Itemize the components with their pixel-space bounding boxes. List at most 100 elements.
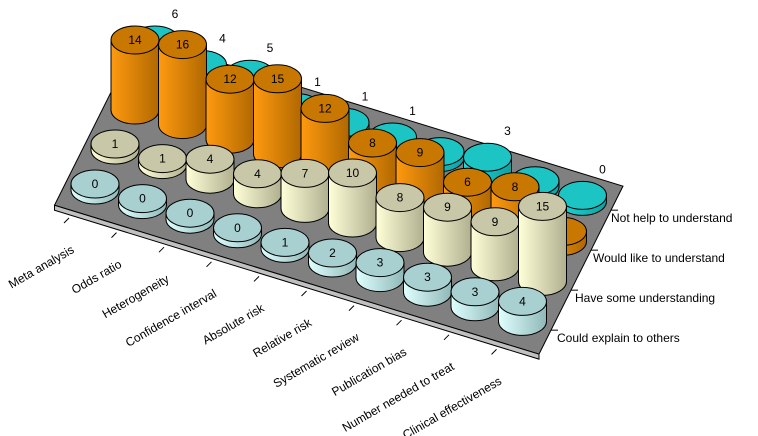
data-label: 1 [159,152,166,166]
series-label: Could explain to others [557,331,680,345]
floor-edge [54,204,540,360]
cylinder-0-4 [260,227,310,263]
cylinder-0-7 [403,262,452,307]
data-label: 3 [472,285,479,299]
data-label: 2 [329,246,336,260]
category-tick [253,276,260,282]
cylinder-top [443,167,492,197]
cylinder-1-1 [138,144,187,180]
cylinder-top [518,191,567,221]
cylinder-0-6 [355,248,405,293]
chart-bars [70,25,607,336]
cylinder-top [110,25,160,55]
category-tick [111,232,117,238]
cylinder-1-8 [470,207,520,282]
cylinder-2-1 [158,30,207,140]
cylinder-top [165,198,215,228]
data-label: 9 [444,200,451,214]
cylinder-top [260,227,310,257]
data-label: 3 [377,256,384,270]
data-label: 3 [424,270,431,284]
category-label: Odds ratio [69,257,124,297]
cylinder-1-0 [90,129,140,165]
data-label: 7 [302,166,309,180]
data-label: 10 [346,166,360,180]
data-label: 1 [362,89,369,103]
cylinder-1-9 [518,191,567,296]
data-label: 8 [397,191,404,205]
cylinder-top [450,277,500,307]
data-label: 1 [112,137,119,151]
cylinder-top [395,138,445,168]
data-label: 3 [504,124,511,138]
cylinder-top [348,128,397,158]
data-label: 8 [512,180,519,194]
data-label: 0 [187,206,194,220]
cylinder-1-3 [233,159,282,209]
cylinder-top [185,144,235,174]
category-tick [63,217,70,224]
cylinder-0-3 [213,213,262,249]
category-tick [396,319,402,326]
category-label: Meta analysis [6,242,77,291]
cylinder-3-9 [558,180,607,216]
cylinder-1-5 [328,158,377,238]
data-label: 8 [369,136,376,150]
category-tick [491,349,497,355]
data-label: 9 [492,215,499,229]
cylinder-0-0 [70,169,120,205]
cylinder-top [498,286,547,316]
cylinder-top [300,93,350,123]
data-label: 6 [172,7,179,21]
cylinder-1-2 [185,144,235,194]
data-label: 12 [223,72,237,86]
series-label: Have some understanding [575,291,715,305]
cylinder-top [403,262,452,292]
data-label: 5 [267,41,274,55]
cylinder-1-6 [375,183,425,253]
cylinder-0-9 [498,286,547,336]
cylinder-top [118,184,167,214]
cylinder-top [213,213,262,243]
category-label: Absolute risk [200,300,267,347]
data-label: 4 [254,167,261,181]
cylinder-0-2 [165,198,215,234]
category-tick [443,334,450,341]
data-label: 1 [314,75,321,89]
cylinder-top [328,158,377,188]
data-label: 0 [139,192,146,206]
data-label: 0 [599,162,606,176]
cylinder-top [90,129,140,159]
data-label: 0 [92,177,99,191]
data-label: 0 [234,221,241,235]
data-label: 12 [318,101,332,115]
data-label: 14 [128,33,142,47]
cylinder-0-1 [118,184,167,220]
category-tick [206,261,212,268]
data-label: 4 [207,152,214,166]
category-label: Heterogeneity [100,272,172,321]
data-label: 4 [519,294,526,308]
cylinder-top [463,142,512,172]
series-label: Not help to understand [611,211,732,225]
category-label: Relative risk [250,315,314,360]
category-tick [348,305,355,311]
data-label: 4 [219,32,226,46]
cylinder-0-8 [450,277,500,322]
cylinder-top [158,30,207,60]
cylinder-top [308,238,357,268]
data-label: 16 [176,38,190,52]
cylinder-1-7 [423,192,472,267]
data-label: 9 [417,146,424,160]
data-label: 1 [282,235,289,249]
series-label: Would like to understand [593,251,725,265]
cylinder-top [70,169,120,199]
data-label: 15 [536,199,550,213]
data-label: 15 [271,72,285,86]
category-tick [301,290,307,297]
cylinder-2-3 [253,64,302,169]
data-label: 1 [409,104,416,118]
